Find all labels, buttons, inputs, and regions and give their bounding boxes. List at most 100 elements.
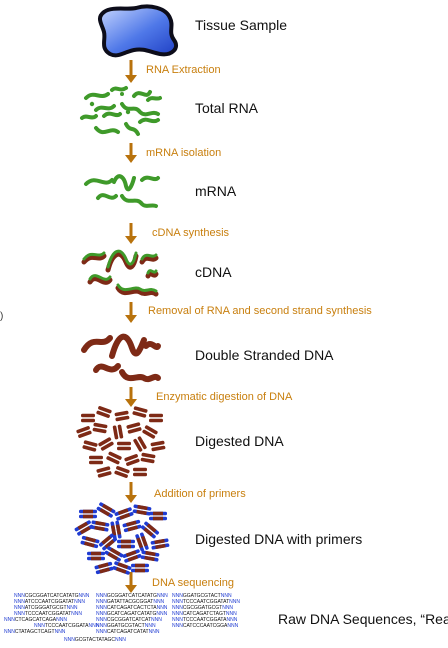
fragment-core [125, 550, 137, 558]
dna-fragment-strand [106, 456, 120, 465]
read-sequence: NNNGATATTACGCGGATNNN [96, 599, 165, 605]
flow-arrow-head [125, 236, 137, 244]
primed-fragment [131, 563, 149, 573]
dna-fragment [149, 413, 163, 423]
dna-fragment [89, 455, 103, 465]
rna-dot [89, 101, 95, 107]
primed-fragment [149, 511, 167, 521]
fragment-core [77, 521, 88, 530]
dna-fragment [150, 440, 166, 452]
primed-fragment [114, 507, 134, 521]
primed-fragment [122, 549, 142, 563]
read-sequence: NNNTCCCAATCGGATATNNN [172, 599, 240, 605]
dna-fragment-strand [133, 438, 143, 452]
fragment-core [95, 520, 106, 527]
cdna-strand [81, 253, 107, 265]
dna-fragment-strand [124, 453, 138, 462]
primed-fragment [117, 539, 135, 549]
primed-fragment [112, 561, 132, 575]
fragment-core [84, 541, 95, 548]
primed-fragment [140, 550, 160, 562]
fragment-core [140, 535, 148, 547]
read-sequence: NNNTCCCAATCGGATATNNN [14, 611, 82, 617]
double-stranded-dna-label: Double Stranded DNA [195, 347, 334, 363]
dna-fragment-strand [151, 445, 166, 452]
dna-fragment-strand [96, 410, 110, 419]
dna-fragment [140, 452, 156, 464]
cdna-strand [87, 276, 113, 285]
step-rna-extraction: RNA Extraction [146, 64, 221, 76]
read-sequence: NNNCGCGGATCATCATNNN [96, 617, 162, 623]
fragment-core [154, 538, 165, 545]
read-sequence: NNNTCCCAATCGGATANNN [34, 623, 100, 629]
rna-fragment [138, 117, 160, 124]
fragment-core [115, 524, 122, 535]
dna-fragment-strand [133, 472, 147, 477]
rna-fragment [80, 114, 98, 120]
fragment-core [80, 526, 91, 535]
dna-fragment-strand [117, 424, 124, 439]
dna-fragment-strand [140, 457, 155, 464]
dna-fragment [92, 422, 108, 434]
primed-fragment [104, 546, 124, 562]
primed-fragment [90, 520, 110, 532]
raw-reads-label: Raw DNA Sequences, “Reads [278, 611, 448, 627]
step-second-strand: Removal of RNA and second strand synthes… [148, 305, 372, 317]
dna-fragment [126, 422, 142, 434]
read-sequence: NNNCATCAGATCATATNNN [96, 629, 160, 635]
fragment-core [91, 556, 101, 561]
step-sequencing: DNA sequencing [152, 577, 234, 589]
cdna-rna-template [116, 283, 158, 293]
cdna-rna-template [140, 253, 158, 261]
mrna-strand [120, 194, 158, 208]
tissue-sample-label: Tissue Sample [195, 17, 288, 33]
read-sequence: NNNATCGGGATGCGTNNN [14, 605, 78, 611]
dna-fragment [114, 465, 130, 479]
read-sequence: NNNCATCAGATCTAGTNNN [172, 611, 237, 617]
fragment-core [83, 509, 93, 514]
rna-fragment [120, 102, 160, 117]
dna-fragment [112, 424, 124, 440]
cdna-rna-template [106, 249, 138, 269]
step-cdna-synthesis: cDNA synthesis [152, 227, 230, 239]
dna-fragment-strand [133, 467, 147, 472]
fragment-core [145, 550, 156, 557]
rna-fragment [94, 104, 116, 112]
dna-fragment [142, 425, 158, 439]
fragment-core [110, 547, 121, 556]
dna-fragment-strand [132, 411, 147, 418]
flow-arrow-head [125, 585, 137, 593]
rna-dot [120, 92, 124, 96]
read-sequence: NNNCTATAGCTCAGTNNN [4, 629, 66, 635]
mrna-strand [84, 178, 114, 186]
fragment-core [115, 566, 127, 574]
mrna-label: mRNA [195, 183, 237, 199]
step-add-primers: Addition of primers [154, 488, 246, 500]
fragment-core [83, 514, 93, 519]
fragment-core [144, 555, 155, 562]
rna-fragment [110, 86, 128, 92]
read-sequence: NNNATCCCAATCGGATATNNN [14, 599, 85, 605]
dna-fragment-strand [117, 441, 131, 446]
dsdna-strand [143, 341, 161, 350]
dna-fragment-strand [114, 470, 128, 479]
fragment-core [121, 539, 131, 544]
fragment-core [136, 509, 147, 516]
fragment-core [155, 543, 166, 550]
fragment-core [126, 520, 137, 527]
fragment-core [102, 503, 113, 512]
fragment-core [127, 525, 138, 532]
dna-fragment-strand [83, 440, 98, 447]
dna-fragment [96, 466, 112, 478]
dna-fragment-strand [127, 427, 142, 434]
dna-fragment-strand [126, 422, 141, 429]
dsdna-strand [93, 363, 121, 373]
mrna-strand [112, 174, 136, 192]
fragment-core [104, 539, 115, 549]
dna-fragment-strand [93, 422, 108, 429]
dna-fragment [98, 437, 114, 451]
dna-fragment [133, 467, 147, 477]
fragment-core [136, 537, 144, 549]
digested-dna-label: Digested DNA [195, 433, 284, 449]
dna-fragment-strand [149, 413, 163, 418]
